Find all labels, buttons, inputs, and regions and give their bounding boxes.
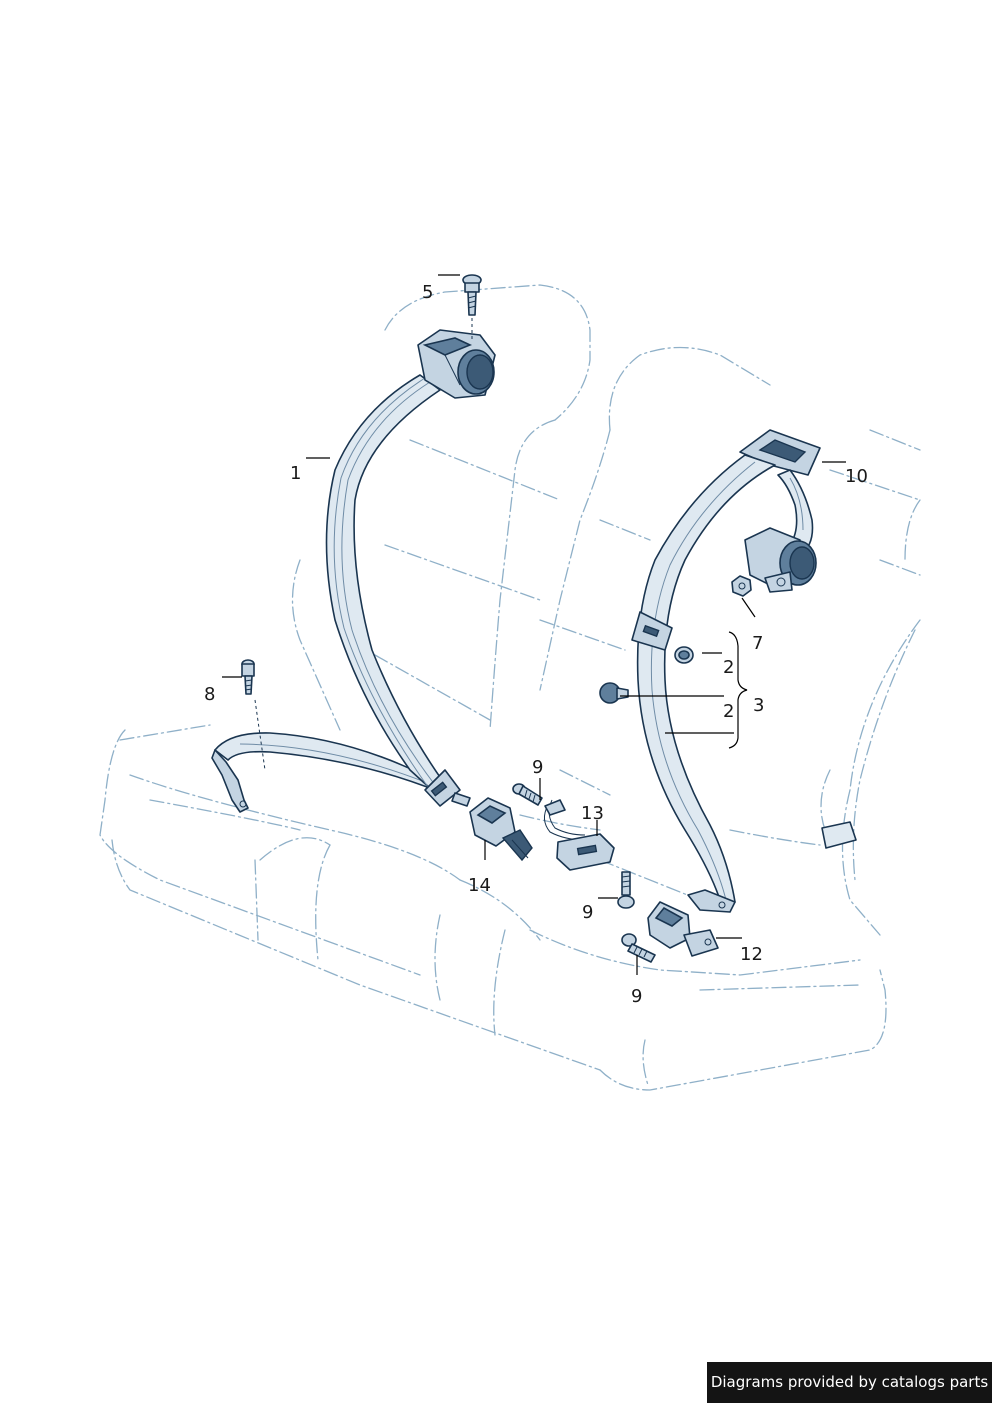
callout-1: 1 [290, 463, 301, 484]
callout-3: 3 [753, 695, 764, 716]
left-seat-belt-assembly [211, 329, 496, 813]
callout-12: 12 [740, 944, 763, 965]
push-button-stop [599, 682, 629, 704]
catalog-credit-badge: Diagrams provided by catalogs parts [707, 1362, 992, 1403]
callout-13: 13 [581, 803, 604, 824]
adjacent-belt-hint [821, 629, 916, 881]
left-belt-retractor [417, 329, 496, 399]
right-belt-retractor [744, 527, 817, 593]
center-buckle [544, 799, 615, 871]
callout-5: 5 [422, 282, 433, 303]
buckle-bolt-upper [512, 783, 543, 806]
callout-labels: 5 1 10 7 2 3 2 8 9 13 14 9 12 9 [204, 282, 868, 1007]
callout-2-upper: 2 [723, 657, 734, 678]
callout-9-middle: 9 [582, 902, 593, 923]
callout-9-lower: 9 [631, 986, 642, 1007]
retractor-bolt [462, 274, 482, 340]
hex-nut [731, 575, 752, 597]
right-buckle [647, 901, 719, 957]
right-seat-belt-assembly [631, 429, 821, 913]
callout-9-upper: 9 [532, 757, 543, 778]
callout-7: 7 [752, 633, 763, 654]
rear-seat-outline [99, 284, 921, 1091]
buckle-bolt-middle [617, 871, 635, 909]
right-lower-anchor [687, 889, 736, 913]
buckle-bolt-lower [621, 933, 656, 963]
callout-2-lower: 2 [723, 701, 734, 722]
lower-anchor-bolt [241, 659, 266, 771]
left-buckle [469, 797, 533, 862]
leader-lines [222, 274, 846, 975]
left-lower-anchor-plate [211, 749, 249, 813]
cover-cap [674, 646, 694, 664]
callout-14: 14 [468, 875, 491, 896]
callout-10: 10 [845, 466, 868, 487]
callout-8: 8 [204, 684, 215, 705]
